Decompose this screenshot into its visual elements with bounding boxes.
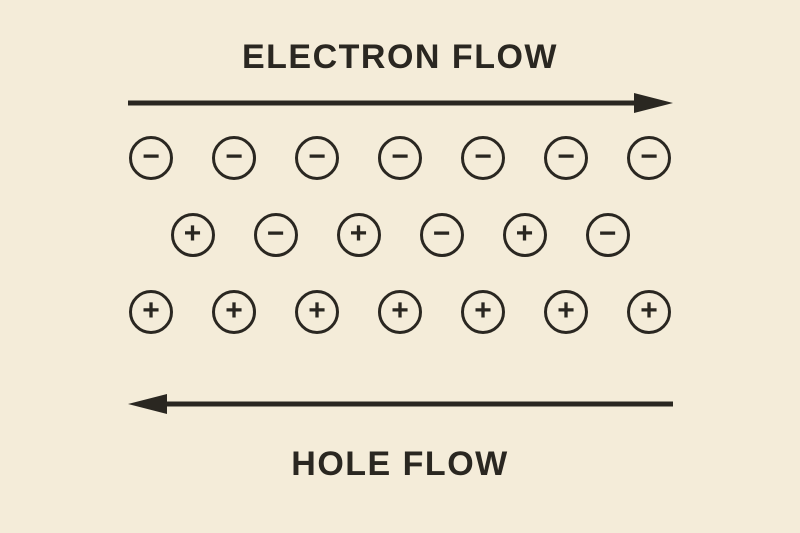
charge-symbol: −	[640, 140, 658, 173]
negative-charge-icon: −	[212, 136, 256, 180]
positive-charge-icon: +	[461, 290, 505, 334]
charge-symbol: −	[142, 140, 160, 173]
mixed-charge-row: + − + − + −	[170, 213, 630, 257]
charge-symbol: −	[432, 217, 451, 250]
charge-symbol: −	[557, 140, 575, 173]
electron-row: −−−−−−−	[129, 136, 671, 180]
charge-symbol: +	[391, 294, 409, 327]
electron-flow-arrow-icon	[127, 93, 673, 113]
hole-row: + + + + + + +	[129, 290, 671, 334]
positive-charge-icon: +	[627, 290, 671, 334]
negative-charge-icon: −	[461, 136, 505, 180]
positive-charge-icon: +	[295, 290, 339, 334]
charge-symbol: −	[598, 217, 617, 250]
positive-charge-icon: +	[378, 290, 422, 334]
negative-charge-icon: −	[419, 213, 464, 257]
charge-symbol: +	[142, 294, 160, 327]
charge-symbol: +	[308, 294, 326, 327]
negative-charge-icon: −	[585, 213, 630, 257]
charge-symbol: −	[391, 140, 409, 173]
positive-charge-icon: +	[502, 213, 547, 257]
negative-charge-icon: −	[544, 136, 588, 180]
charge-symbol: −	[225, 140, 243, 173]
hole-flow-label: HOLE FLOW	[291, 445, 509, 483]
electron-flow-label: ELECTRON FLOW	[241, 38, 559, 76]
negative-charge-icon: −	[378, 136, 422, 180]
charge-symbol: +	[515, 217, 534, 250]
charge-symbol: +	[640, 294, 658, 327]
positive-charge-icon: +	[212, 290, 256, 334]
charge-symbol: −	[474, 140, 492, 173]
charge-symbol: +	[557, 294, 575, 327]
positive-charge-icon: +	[170, 213, 215, 257]
positive-charge-icon: +	[336, 213, 381, 257]
positive-charge-icon: +	[129, 290, 173, 334]
negative-charge-icon: −	[253, 213, 298, 257]
negative-charge-icon: −	[129, 136, 173, 180]
charge-symbol: +	[349, 217, 368, 250]
charge-symbol: +	[183, 217, 202, 250]
hole-flow-arrow-icon	[127, 394, 673, 414]
charge-symbol: +	[225, 294, 243, 327]
negative-charge-icon: −	[295, 136, 339, 180]
negative-charge-icon: −	[627, 136, 671, 180]
charge-symbol: −	[308, 140, 326, 173]
positive-charge-icon: +	[544, 290, 588, 334]
charge-symbol: +	[474, 294, 492, 327]
charge-symbol: −	[266, 217, 285, 250]
